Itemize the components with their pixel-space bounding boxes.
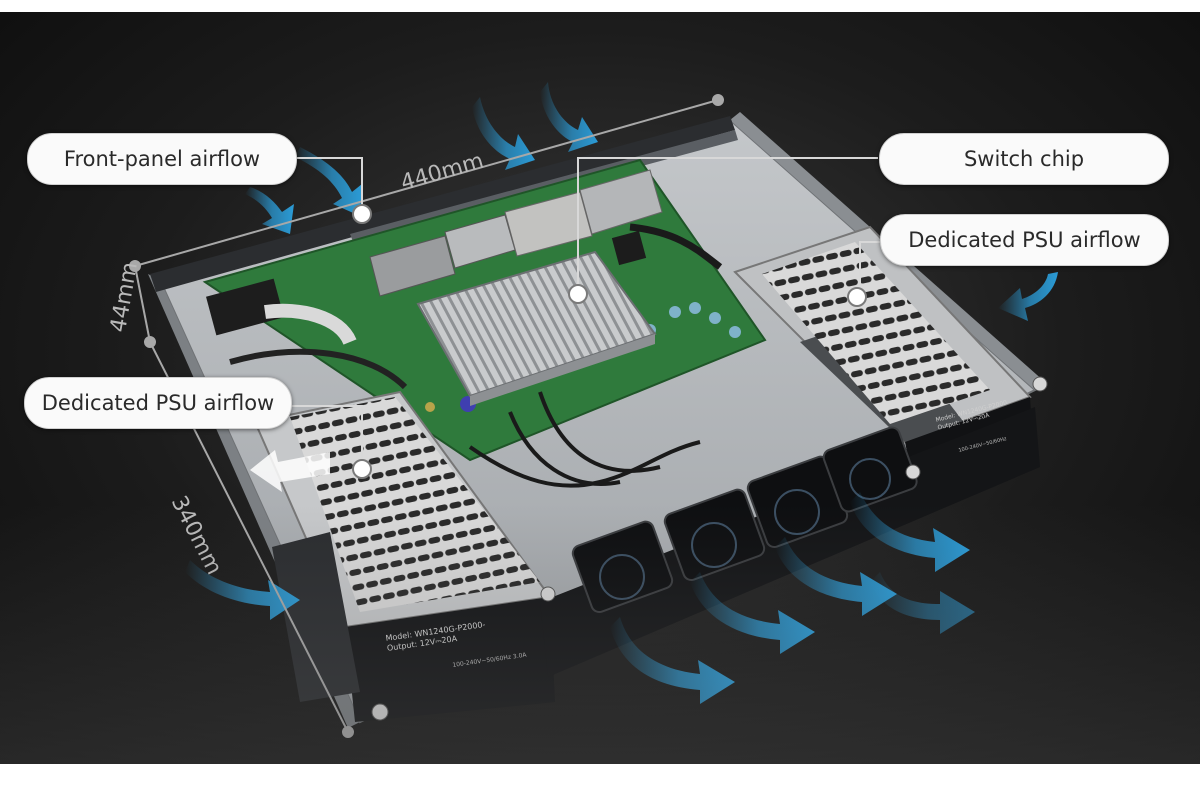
callout-leaders [290, 157, 880, 469]
callout-psu-airflow-left: Dedicated PSU airflow [24, 377, 292, 429]
callout-switch-chip: Switch chip [879, 133, 1169, 185]
left-psu [253, 390, 555, 722]
exhaust-arrow-white [250, 450, 330, 492]
pcb-components [206, 230, 741, 412]
switch-chip-heatsink [416, 250, 657, 406]
server-chassis-illustration [129, 82, 1058, 738]
callout-front-panel-airflow: Front-panel airflow [27, 133, 297, 185]
callout-psu-airflow-right: Dedicated PSU airflow [880, 214, 1169, 266]
airflow-arrows [185, 82, 1058, 704]
chassis-front-panel [150, 116, 735, 292]
thumb-screws [371, 376, 1048, 721]
callout-dots [352, 204, 867, 479]
ribbon-cable [264, 303, 357, 346]
product-photo: 440mm 44mm 340mm Front-panel airflow Swi… [0, 12, 1200, 764]
front-ports [369, 169, 663, 297]
